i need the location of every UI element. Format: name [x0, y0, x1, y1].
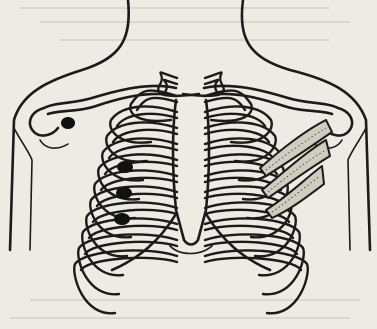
right-rib-inner: [205, 258, 301, 270]
shaded-muscle-slips: [260, 120, 332, 218]
clavicles: [44, 86, 338, 114]
marker-rib: [114, 213, 130, 225]
left-rib-inner: [81, 258, 177, 270]
marker-rib: [117, 161, 133, 173]
sternum: [173, 100, 209, 245]
marker-rib: [116, 187, 132, 199]
marker-shoulder: [61, 117, 75, 129]
